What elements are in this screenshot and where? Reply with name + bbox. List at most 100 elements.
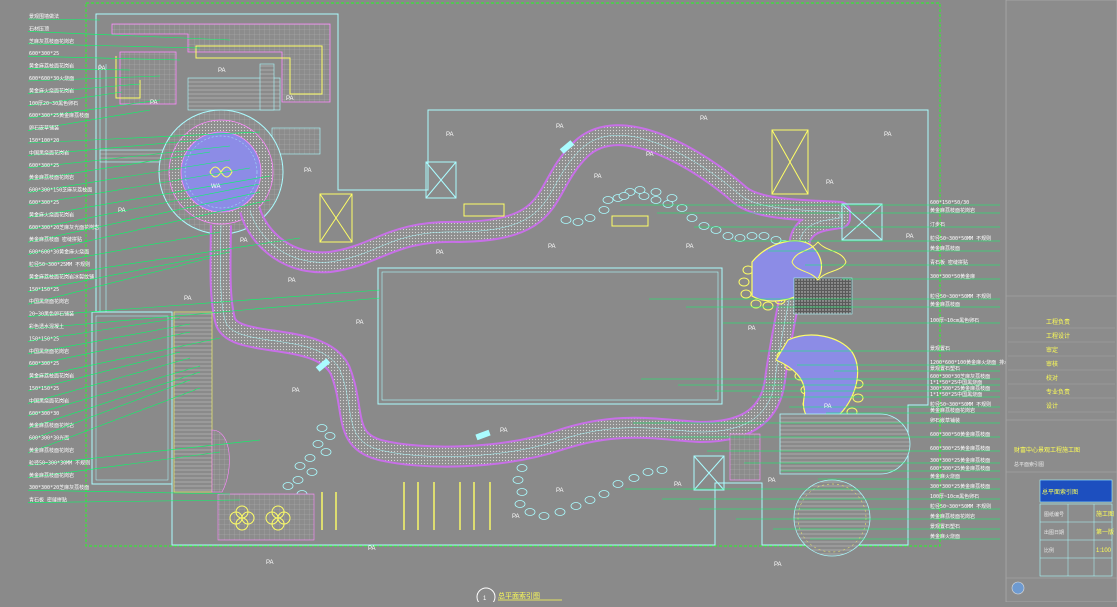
stepping-stone [650, 188, 662, 196]
leader-line [27, 351, 181, 392]
leader-line [27, 99, 161, 119]
leader-line [27, 55, 181, 61]
stepping-stone [516, 488, 528, 496]
callout-right-23: 600*300*25黄金麻荔枝面 [930, 465, 990, 472]
stepping-stone [560, 216, 572, 224]
west-lawn [91, 311, 173, 485]
leader-line [27, 357, 191, 404]
fountain-inner [184, 135, 258, 209]
stepping-stone [602, 196, 614, 204]
leader-line [27, 131, 261, 144]
callout-right-17: 粒径50~300*50MM 不规则 [930, 401, 991, 408]
callout-left-32: 600*300*30 [29, 411, 59, 417]
sheet-subtitle: 总平面索引图 [1014, 461, 1044, 468]
zone-label: PA [884, 132, 892, 138]
zone-label: PA [436, 250, 444, 256]
boulder [762, 301, 774, 311]
callout-left-15: 600*300*25 [29, 200, 59, 206]
role-0: 工程负责 [1046, 318, 1070, 326]
leader-line [27, 317, 181, 342]
stepping-stone [666, 194, 678, 202]
zone-label: PA [288, 278, 296, 284]
sheet-title: 总平面索引图 [1042, 488, 1078, 496]
stepping-stone [514, 500, 526, 508]
callout-right-9: 100厚~10cm黑色卵石 [930, 317, 979, 324]
leader-line [27, 371, 201, 429]
stepping-stone [746, 232, 758, 240]
walkway-border [209, 124, 851, 468]
callout-left-38: 300*300*20芝麻灰荔枝面 [29, 484, 89, 491]
planter-wall [115, 56, 141, 99]
row-label-2: 比例 [1044, 547, 1054, 554]
stepping-stone [698, 222, 710, 230]
bench-1 [463, 203, 505, 217]
pond-ornament [791, 241, 847, 281]
stepping-stone [524, 508, 536, 516]
zone-label: PA [240, 238, 248, 244]
callout-left-7: 100厚20~30黑色卵石 [29, 100, 78, 107]
zone-label: PA [774, 562, 782, 568]
zone-label: PA [700, 116, 708, 122]
leader-line [27, 379, 191, 441]
callout-right-29: 景观置石塑石 [930, 523, 960, 530]
zone-label: PA [292, 388, 300, 394]
leader-line [27, 499, 241, 503]
callout-left-14: 600*300*150芝麻灰荔枝面 [29, 187, 92, 194]
planter-north [111, 23, 331, 103]
stepping-stone [572, 218, 584, 226]
leader-line [27, 489, 231, 495]
boulder [740, 289, 752, 299]
role-2: 审定 [1046, 346, 1058, 354]
callout-left-39: 青石板 密缝拼贴 [29, 497, 67, 504]
stepping-stone [282, 482, 294, 490]
callout-left-18: 黄金麻荔枝面 密缝拼贴 [29, 236, 82, 243]
round-plaza-se [793, 479, 871, 557]
leader-line [27, 183, 261, 231]
zone-label: PA [686, 244, 694, 250]
leader-line [27, 91, 123, 107]
round-plaza-ring [797, 483, 867, 553]
zone-label: PA [768, 478, 776, 484]
stepping-stone [642, 468, 654, 476]
row-value-0: 施工图 [1096, 510, 1114, 518]
callout-left-30: 150*150*25 [29, 386, 59, 392]
leader-line [27, 151, 211, 181]
boulder [738, 277, 750, 287]
zone-label: PA [218, 68, 226, 74]
zone-label: PA [98, 66, 106, 72]
callout-right-24: 黄金麻火烧面 [930, 473, 960, 480]
leader-line [27, 237, 301, 280]
callout-left-34: 600*300*30光面 [29, 435, 69, 442]
zone-label: PA [500, 428, 508, 434]
zone-label: PA [118, 208, 126, 214]
callout-left-27: 中国黑烧面花岗岩 [29, 348, 69, 355]
leader-line [27, 257, 211, 305]
callout-left-20: 粒径50~300*25MM 不规则 [29, 261, 90, 268]
zone-label: PA [556, 488, 564, 494]
zone-label: PA [266, 560, 274, 566]
zone-label: PA [594, 174, 602, 180]
leader-line [27, 167, 251, 206]
callout-right-26: 100厚~10cm黑色卵石 [930, 493, 979, 500]
callout-left-0: 景观围墙做法 [29, 13, 59, 20]
role-3: 审核 [1046, 360, 1058, 368]
callout-left-2: 芝麻灰荔枝面花岗岩 [29, 38, 74, 45]
zone-label: PA [906, 234, 914, 240]
callout-left-5: 600*600*30火烧面 [29, 75, 74, 82]
callout-right-27: 粒径50~300*50MM 不规则 [930, 503, 991, 510]
callout-left-28: 600*300*25 [29, 361, 59, 367]
leader-line [27, 439, 261, 466]
row-label-1: 出图日期 [1044, 529, 1064, 536]
callout-left-1: 石材压顶 [29, 25, 49, 32]
zone-label: PA [512, 514, 520, 520]
zone-label: PA [556, 124, 564, 130]
callout-left-21: 黄金麻荔枝面花岗岩冰裂纹铺 [29, 273, 94, 280]
leader-line [27, 175, 271, 218]
planter-edge [195, 45, 323, 95]
callout-left-35: 黄金麻荔枝面花岗岩 [29, 447, 74, 454]
zone-label: PA [646, 152, 654, 158]
